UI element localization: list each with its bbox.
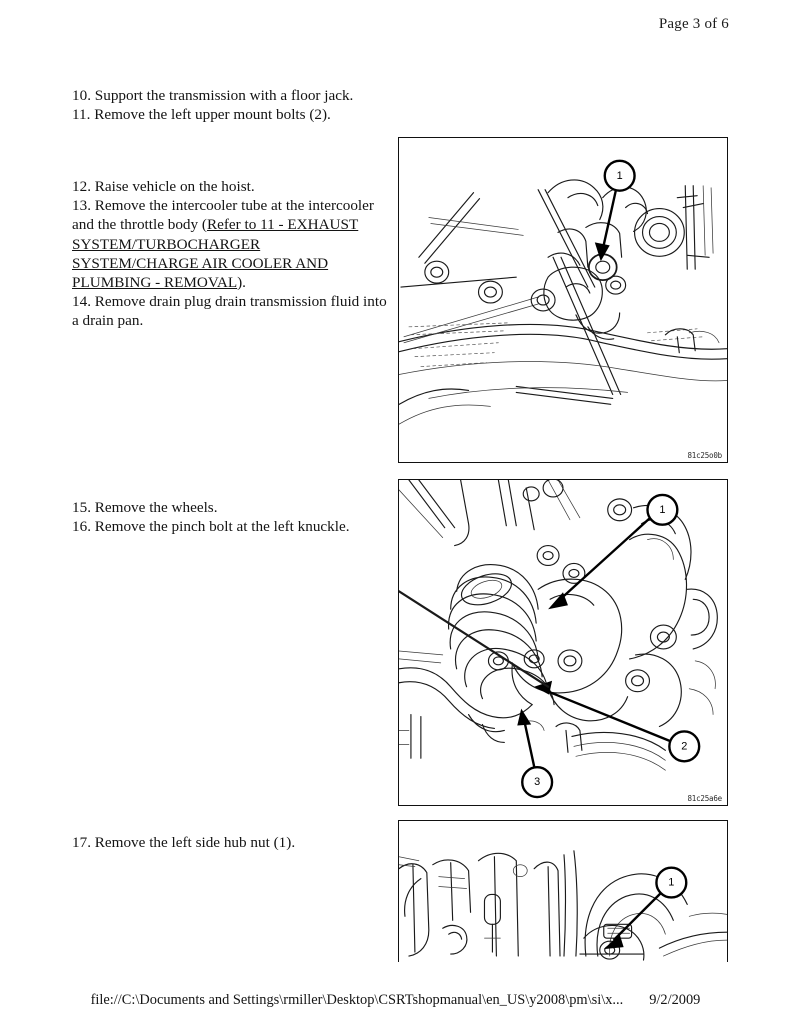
instruction-step-10: 10. Support the transmission with a floo…	[72, 87, 354, 104]
figure-left-knuckle: 1 2 3 81c25a6e	[398, 479, 728, 806]
callout-number-1: 1	[617, 170, 623, 182]
instruction-step-12: 12. Raise vehicle on the hoist.	[72, 178, 255, 195]
figure-3-drawing: 1	[399, 850, 727, 961]
figure-2-code: 81c25a6e	[686, 794, 723, 803]
figure-1-code: 81c25o0b	[686, 451, 723, 460]
figure-2-drawing: 1 2 3	[399, 480, 718, 799]
step-13-text-suffix: ).	[237, 274, 246, 292]
figure-transmission-mount: 1 81c25o0b	[398, 137, 728, 463]
instruction-step-14-line-2: a drain pan.	[72, 312, 144, 330]
page-number-label: Page 3 of 6	[658, 16, 729, 32]
cross-reference-link-line-1[interactable]: Refer to 11 - EXHAUST	[206, 216, 359, 234]
footer-file-path: file://C:\Documents and Settings\rmiller…	[90, 992, 624, 1008]
callout-number-2: 2	[681, 740, 687, 752]
instruction-step-17: 17. Remove the left side hub nut (1).	[72, 834, 296, 851]
cross-reference-link-line-4[interactable]: PLUMBING - REMOVAL	[72, 274, 238, 292]
instruction-block-steps-12-14: 12. Raise vehicle on the hoist. 13. Remo…	[72, 177, 402, 331]
instruction-step-15: 15. Remove the wheels.	[72, 499, 218, 516]
instruction-block-steps-15-16: 15. Remove the wheels. 16. Remove the pi…	[72, 498, 402, 536]
step-13-text-prefix: and the throttle body (	[72, 216, 207, 234]
callout-number-1: 1	[659, 504, 665, 516]
figure-1-drawing: 1	[399, 159, 727, 425]
footer-print-date: 9/2/2009	[649, 992, 701, 1008]
cross-reference-link-line-3[interactable]: SYSTEM/CHARGE AIR COOLER AND	[72, 254, 329, 272]
callout-number-1: 1	[668, 877, 674, 889]
cross-reference-link-line-2[interactable]: SYSTEM/TURBOCHARGER	[72, 235, 261, 253]
page-footer: file://C:\Documents and Settings\rmiller…	[0, 992, 791, 1009]
instruction-block-steps-10-11: 10. Support the transmission with a floo…	[72, 86, 402, 124]
instruction-step-13-line-2: and the throttle body (Refer to 11 - EXH…	[72, 215, 402, 234]
instruction-block-step-17: 17. Remove the left side hub nut (1).	[72, 833, 402, 852]
instruction-step-16: 16. Remove the pinch bolt at the left kn…	[72, 518, 350, 536]
instruction-step-13-line-1: 13. Remove the intercooler tube at the i…	[72, 197, 374, 215]
instruction-step-14-line-1: 14. Remove drain plug drain transmission…	[72, 293, 387, 311]
instruction-step-13-line-5: PLUMBING - REMOVAL).	[72, 273, 402, 292]
callout-number-3: 3	[534, 776, 540, 788]
instruction-step-11: 11. Remove the left upper mount bolts (2…	[72, 106, 331, 124]
figure-hub-nut: 1	[398, 820, 728, 962]
